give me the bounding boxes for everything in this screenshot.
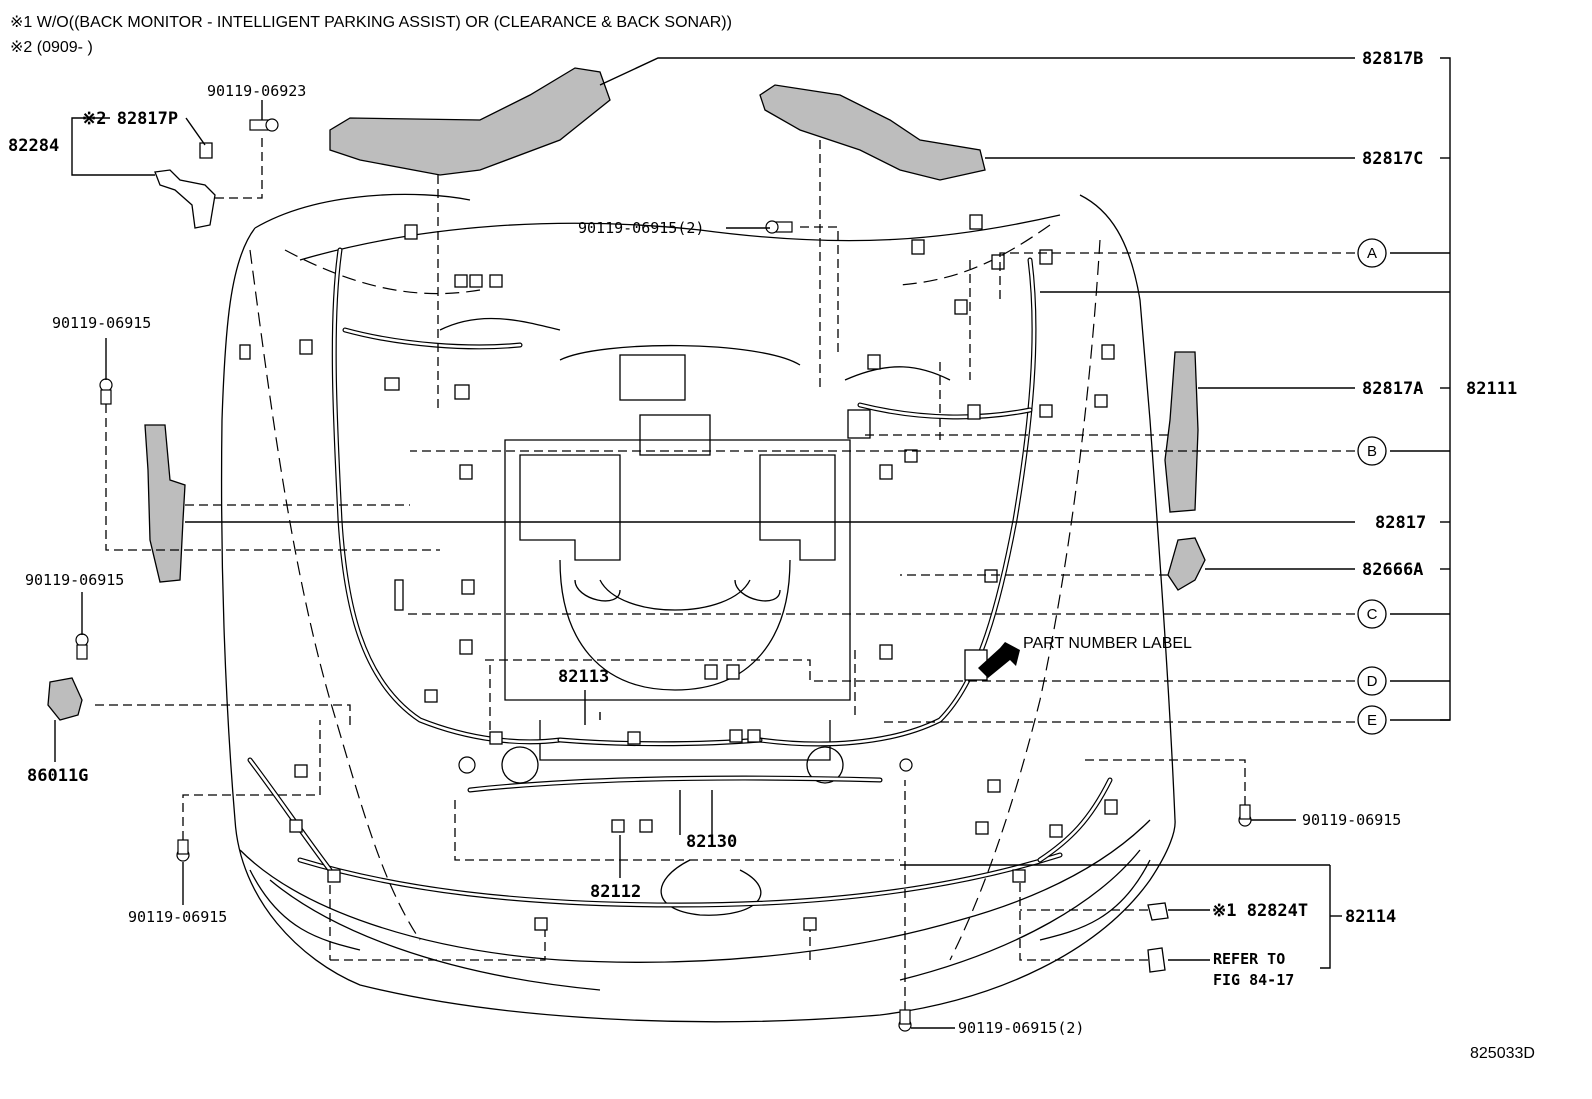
label-82113: 82113 xyxy=(558,667,609,687)
label-82817C: 82817C xyxy=(1362,149,1423,169)
label-bolt-90119-06915-left2: 90119-06915 xyxy=(25,571,124,589)
circle-ref-e: E xyxy=(1357,705,1387,735)
label-82817B: 82817B xyxy=(1362,49,1423,69)
label-82817P: ※2 82817P xyxy=(82,109,178,129)
clamp-82666A xyxy=(1167,537,1206,591)
engine-bay xyxy=(439,317,951,784)
label-82130: 82130 xyxy=(686,832,737,852)
bracket-82824T xyxy=(1147,902,1169,921)
label-bolt-90119-06915-right: 90119-06915 xyxy=(1302,811,1401,829)
label-82112: 82112 xyxy=(590,882,641,902)
circle-ref-d-label: D xyxy=(1367,673,1378,690)
bolt-icon xyxy=(75,633,89,660)
label-part-number-label: PART NUMBER LABEL xyxy=(1023,635,1192,652)
bracket-82817P xyxy=(199,142,213,159)
label-82111: 82111 xyxy=(1466,379,1517,399)
bolt-icon xyxy=(1238,804,1252,827)
label-bolt-90119-06915-2-top: 90119-06915(2) xyxy=(578,219,704,237)
circle-ref-c: C xyxy=(1357,599,1387,629)
label-82666A: 82666A xyxy=(1362,560,1423,580)
label-refer-to: REFER TO xyxy=(1213,950,1285,968)
vehicle-body-outline xyxy=(220,193,1176,1023)
bolt-icon xyxy=(899,758,913,772)
bolt-icons xyxy=(75,118,1252,1032)
sensor-82284 xyxy=(154,169,216,229)
protector-82817 xyxy=(144,424,186,583)
arrow-icon xyxy=(978,642,1020,678)
circle-ref-d: D xyxy=(1357,666,1387,696)
protector-82817B xyxy=(329,67,611,176)
protector-82817C xyxy=(759,84,986,181)
bolt-icon xyxy=(99,378,113,405)
bracket-refer xyxy=(1147,947,1166,973)
circle-ref-a-label: A xyxy=(1367,245,1377,262)
label-bolt-90119-06923: 90119-06923 xyxy=(207,82,306,100)
circle-ref-a: A xyxy=(1357,238,1387,268)
circle-ref-b: B xyxy=(1357,436,1387,466)
bolt-icon xyxy=(765,220,793,234)
label-82284: 82284 xyxy=(8,136,59,156)
bolt-icon xyxy=(898,1009,912,1032)
protector-82817A xyxy=(1164,351,1199,513)
diagram-code: 825033D xyxy=(1470,1045,1535,1062)
protector-parts xyxy=(47,67,1206,973)
bolt-icon xyxy=(176,839,190,862)
note-2: ※2 (0909- ) xyxy=(10,39,93,56)
label-bolt-90119-06915-bottom-left: 90119-06915 xyxy=(128,908,227,926)
dashed-leaders xyxy=(95,138,1355,1010)
circle-references: A B C D E xyxy=(1357,238,1387,735)
solid-leaders xyxy=(54,57,1451,1029)
bolt-icon xyxy=(458,756,476,774)
connectors xyxy=(239,214,1118,931)
circle-ref-e-label: E xyxy=(1367,712,1377,729)
label-86011G: 86011G xyxy=(27,766,88,786)
label-bolt-90119-06915-2-bottom: 90119-06915(2) xyxy=(958,1019,1084,1037)
label-82824T: ※1 82824T xyxy=(1212,901,1308,921)
circle-ref-c-label: C xyxy=(1367,606,1378,623)
note-1: ※1 W/O((BACK MONITOR - INTELLIGENT PARKI… xyxy=(10,14,732,31)
label-82114: 82114 xyxy=(1345,907,1396,927)
label-fig-ref: FIG 84-17 xyxy=(1213,971,1294,989)
label-bolt-90119-06915-left: 90119-06915 xyxy=(52,314,151,332)
circle-ref-b-label: B xyxy=(1367,443,1377,460)
label-82817: 82817 xyxy=(1375,513,1426,533)
bolt-icon xyxy=(249,118,279,132)
wiring-harness-runs xyxy=(247,247,1113,908)
label-82817A: 82817A xyxy=(1362,379,1423,399)
bracket-86011G xyxy=(47,677,83,721)
